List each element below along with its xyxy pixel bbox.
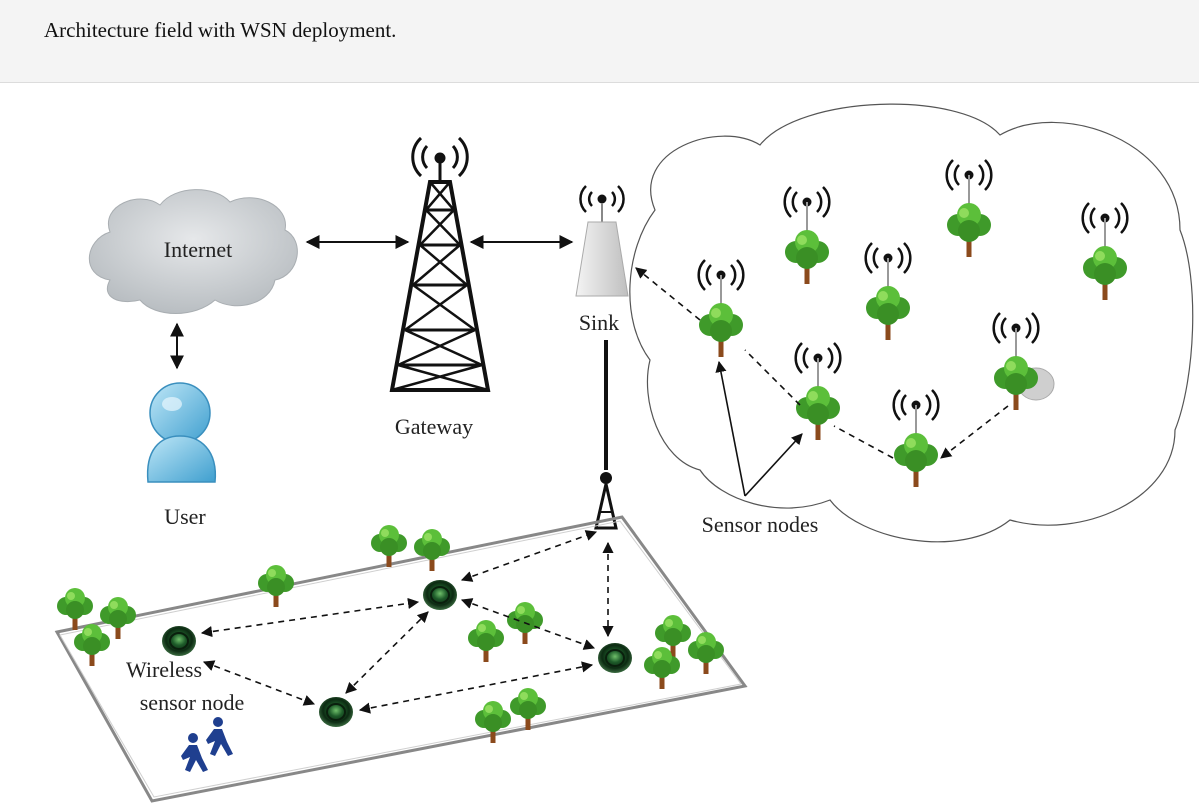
gateway-tower-icon bbox=[389, 136, 491, 392]
figure-caption: Architecture field with WSN deployment. bbox=[44, 18, 397, 42]
sensor-trees bbox=[697, 158, 1129, 489]
wireless-sensor-node-label-line2: sensor node bbox=[140, 690, 244, 715]
user-label: User bbox=[164, 504, 206, 529]
ground-node-links bbox=[200, 530, 614, 714]
wireless-sensor-node-label-line1: Wireless bbox=[126, 657, 202, 682]
base-station-icon bbox=[594, 472, 618, 530]
caption-bar: Architecture field with WSN deployment. bbox=[0, 0, 1199, 83]
sink-label: Sink bbox=[579, 310, 619, 335]
walking-people-icon bbox=[181, 717, 233, 772]
sink-icon bbox=[575, 185, 629, 297]
sensor-field-outline bbox=[629, 103, 1194, 543]
internet-cloud-icon bbox=[88, 189, 298, 314]
user-icon bbox=[146, 382, 216, 483]
sensor-nodes-pointers bbox=[715, 360, 803, 497]
internet-label: Internet bbox=[164, 237, 232, 262]
multihop-route bbox=[635, 267, 1009, 459]
gateway-label: Gateway bbox=[395, 414, 473, 439]
sensor-nodes-label: Sensor nodes bbox=[702, 512, 819, 537]
